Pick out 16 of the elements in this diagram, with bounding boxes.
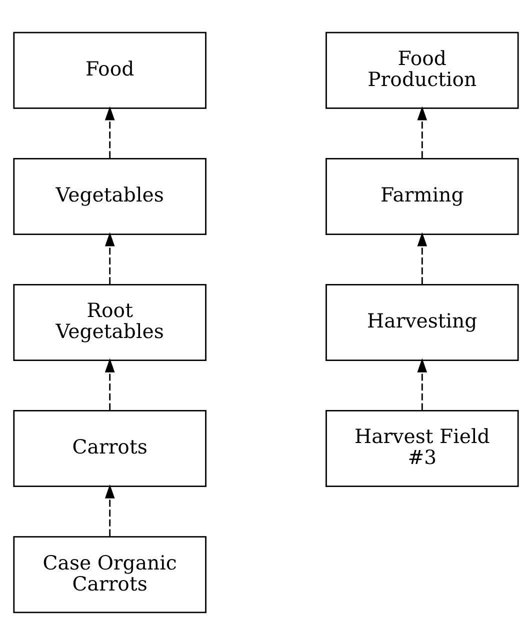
- node-box: Food: [13, 31, 206, 108]
- node-box: Case Organic Carrots: [13, 536, 206, 613]
- node-box: Food Production: [326, 31, 519, 108]
- node-box: Vegetables: [13, 157, 206, 234]
- arrow: [104, 232, 115, 284]
- node-box: Carrots: [13, 410, 206, 487]
- arrow: [104, 358, 115, 410]
- arrow: [104, 106, 115, 158]
- arrow: [104, 484, 115, 536]
- node-box: Farming: [326, 157, 519, 234]
- node-box: Harvest Field #3: [326, 410, 519, 487]
- arrow: [417, 232, 428, 284]
- node-box: Root Vegetables: [13, 283, 206, 361]
- arrow: [417, 106, 428, 158]
- node-box: Harvesting: [326, 283, 519, 361]
- arrow: [417, 358, 428, 410]
